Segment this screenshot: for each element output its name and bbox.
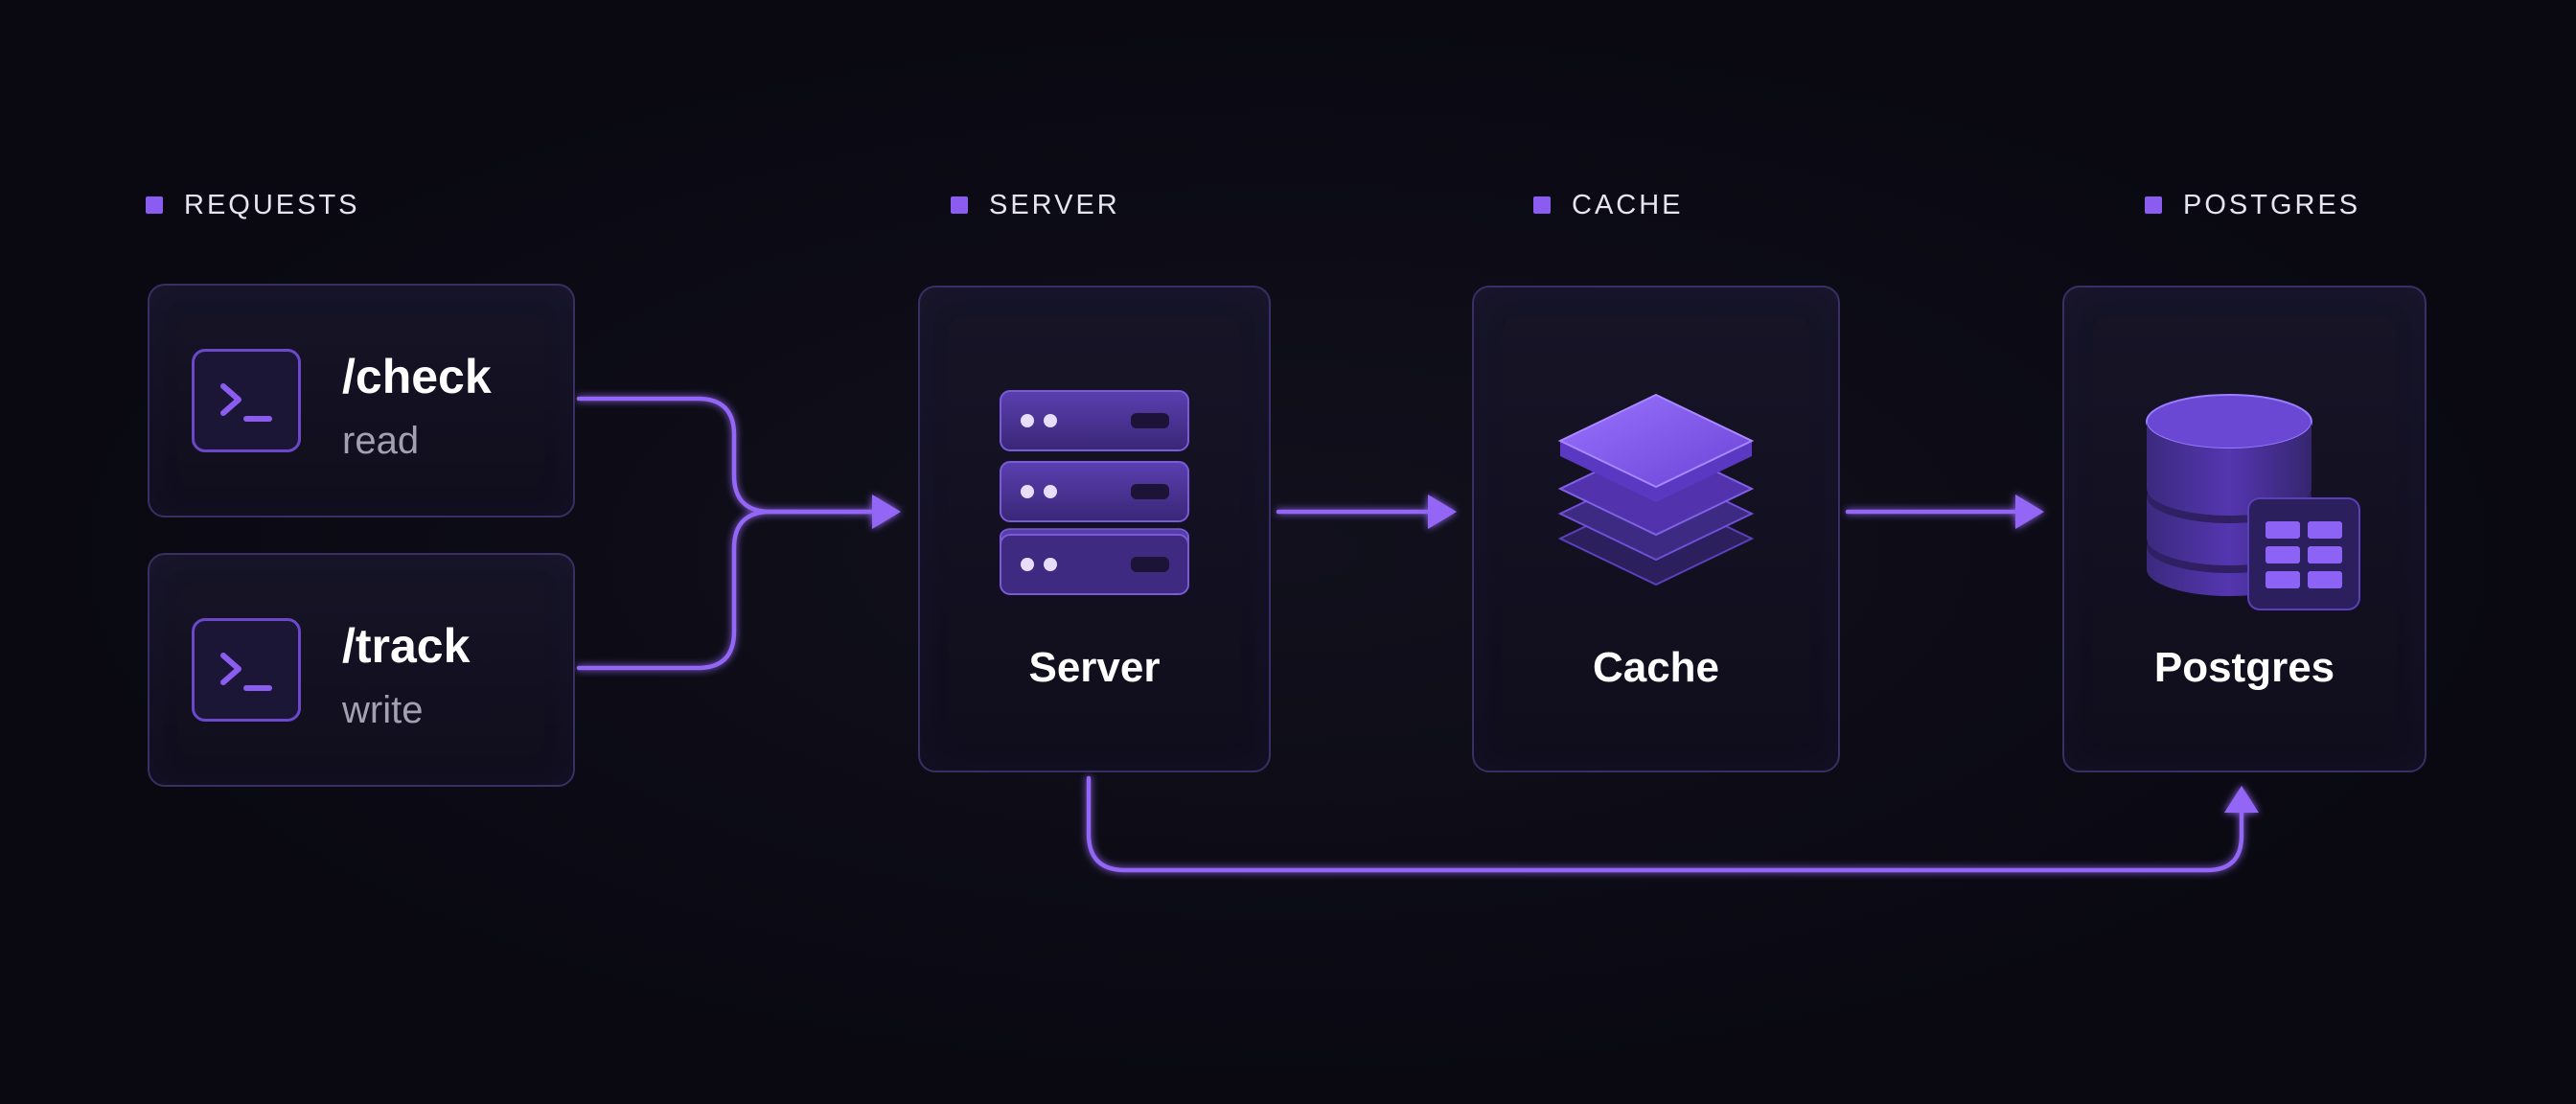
section-marker (951, 196, 968, 214)
request-mode: write (342, 689, 424, 731)
layers-stack-icon (1552, 387, 1760, 593)
cache-node[interactable]: Cache (1472, 286, 1840, 772)
section-label-server: SERVER (951, 190, 1120, 220)
arrowhead-cache (1428, 494, 1457, 529)
section-label-text: POSTGRES (2183, 189, 2361, 220)
connector-server-to-postgres (1086, 775, 2244, 873)
section-marker (146, 196, 163, 214)
node-name: Postgres (2153, 644, 2335, 691)
section-marker (1533, 196, 1551, 214)
connector-track-to-server (576, 509, 879, 671)
postgres-node[interactable]: Postgres (2062, 286, 2426, 772)
request-path: /track (342, 619, 471, 673)
server-node[interactable]: Server (918, 286, 1271, 772)
request-mode: read (342, 420, 420, 462)
section-label-text: CACHE (1572, 189, 1684, 220)
request-card-check[interactable]: /check read (148, 284, 575, 518)
request-path: /check (342, 350, 492, 403)
node-name: Cache (1592, 644, 1720, 691)
terminal-icon (192, 349, 301, 452)
arrowhead-server (872, 494, 901, 529)
section-marker (2145, 196, 2162, 214)
request-card-track[interactable]: /track write (148, 553, 575, 787)
arrowhead-postgres (2015, 494, 2044, 529)
terminal-icon (192, 618, 301, 722)
section-label-requests: REQUESTS (146, 190, 360, 220)
section-label-postgres: POSTGRES (2145, 190, 2360, 220)
section-label-text: REQUESTS (184, 189, 360, 220)
database-table-icon (2143, 383, 2365, 618)
connector-check-to-server (576, 396, 879, 515)
section-label-cache: CACHE (1533, 190, 1684, 220)
server-rack-unit-icon (999, 533, 1190, 601)
arrowhead-postgres-bottom (2224, 786, 2259, 813)
section-label-text: SERVER (989, 189, 1120, 220)
node-name: Server (1028, 644, 1161, 691)
